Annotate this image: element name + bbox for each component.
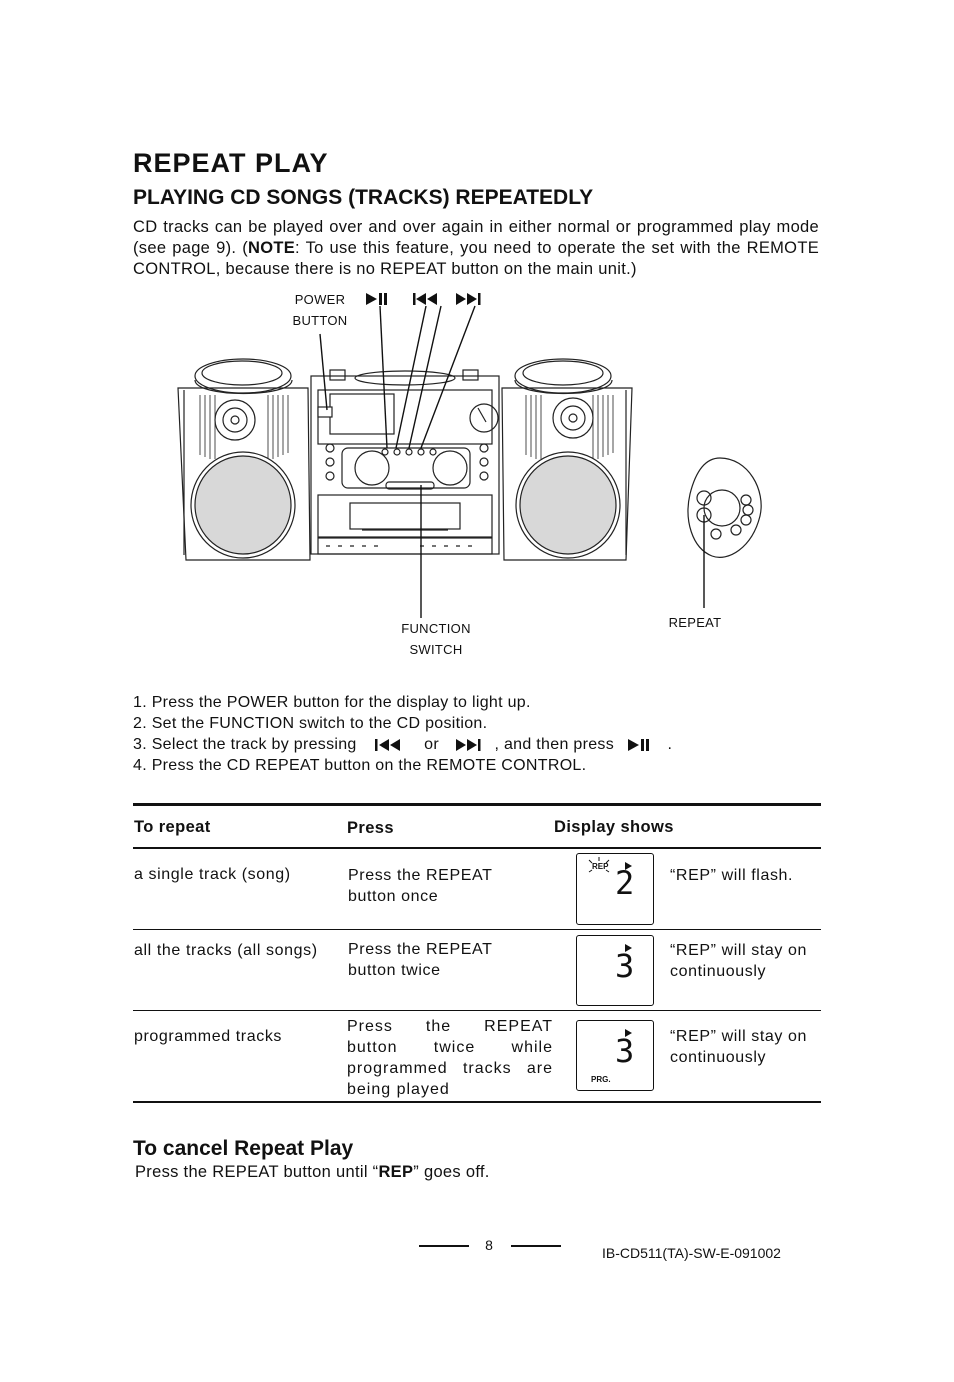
repeat-label: REPEAT (668, 615, 722, 630)
step-3-text-a: 3. Select the track by pressing (133, 736, 357, 753)
row1-press: Press the REPEAT button once (348, 867, 493, 905)
power-label-line1: POWER (294, 292, 346, 307)
function-label-line2: SWITCH (409, 642, 463, 657)
intro-paragraph: CD tracks can be played over and over ag… (133, 217, 819, 280)
header-to-repeat: To repeat (134, 818, 211, 836)
play-pause-icon (627, 738, 649, 751)
footer-rule-left (419, 1245, 469, 1247)
cancel-text-a: Press the REPEAT button until “ (135, 1163, 379, 1181)
lcd-display: 3 (576, 935, 654, 1006)
row3-result: “REP” will stay on continuously (670, 1028, 808, 1066)
function-label-line1: FUNCTION (401, 621, 471, 636)
skip-forward-icon (455, 738, 481, 751)
note-label: NOTE (248, 239, 296, 257)
stereo-diagram (177, 293, 762, 618)
skip-back-icon (375, 738, 401, 751)
row2-what: all the tracks (all songs) (134, 942, 318, 959)
row2-result: “REP” will stay on continuously (670, 942, 808, 980)
lcd-graphic (625, 1029, 632, 1037)
table-header-rule (133, 847, 821, 849)
leader-lines (319, 305, 705, 618)
left-speaker (177, 358, 311, 561)
lcd-graphic (588, 857, 632, 873)
row1-what: a single track (song) (134, 866, 291, 883)
skip-back-icon (413, 293, 437, 305)
intro-text-2: : To use this feature, you need to opera… (133, 239, 820, 278)
header-press: Press (347, 819, 394, 837)
cancel-text-bold: REP (378, 1163, 414, 1181)
step-1: 1. Press the POWER button for the displa… (133, 694, 531, 711)
lcd-digit: 3 (615, 947, 635, 985)
row2-press: Press the REPEAT button twice (348, 941, 493, 979)
step-3: 3. Select the track by pressing or , and… (133, 736, 672, 754)
function-switch-label: FUNCTION SWITCH (390, 618, 482, 660)
cancel-text-b: ” goes off. (413, 1163, 490, 1181)
step-2: 2. Set the FUNCTION switch to the CD pos… (133, 715, 488, 732)
intro-text-1: CD tracks can be played over and over ag… (133, 218, 819, 257)
lcd-prg-indicator: PRG. (591, 1075, 611, 1084)
power-label-line2: BUTTON (292, 313, 348, 328)
lcd-digit: 3 (615, 1032, 635, 1070)
step-3-text-b: , and then press (494, 736, 615, 753)
lcd-display: REP 2 (576, 853, 654, 925)
lcd-digit: 2 (615, 864, 635, 902)
section-title: PLAYING CD SONGS (TRACKS) REPEATEDLY (133, 186, 594, 209)
cancel-text: Press the REPEAT button until “REP” goes… (135, 1163, 490, 1182)
document-id: IB-CD511(TA)-SW-E-091002 (602, 1245, 781, 1261)
step-4: 4. Press the CD REPEAT button on the REM… (133, 757, 587, 774)
row-rule (133, 929, 821, 930)
power-button-label: POWER BUTTON (287, 289, 353, 331)
page-number: 8 (485, 1237, 493, 1253)
lcd-display: 3 PRG. (576, 1020, 654, 1091)
cancel-title: To cancel Repeat Play (133, 1137, 354, 1160)
main-unit (310, 369, 500, 555)
right-speaker (501, 358, 633, 561)
row-rule (133, 1010, 821, 1011)
lcd-rep-indicator: REP (592, 862, 609, 871)
row1-result: “REP” will flash. (670, 867, 794, 884)
footer-rule-right (511, 1245, 561, 1247)
step-3-or: or (424, 736, 439, 753)
play-pause-icon (366, 293, 387, 305)
page-title: REPEAT PLAY (133, 148, 329, 178)
row3-what: programmed tracks (134, 1028, 283, 1045)
row3-press: Press the REPEAT button twice while prog… (347, 1018, 553, 1098)
lcd-graphic (625, 944, 632, 952)
skip-forward-icon (456, 293, 481, 305)
step-3-end: . (667, 736, 673, 753)
header-display-shows: Display shows (554, 818, 674, 836)
table-top-rule (133, 803, 821, 806)
table-bottom-rule (133, 1101, 821, 1103)
remote-control (687, 457, 762, 558)
